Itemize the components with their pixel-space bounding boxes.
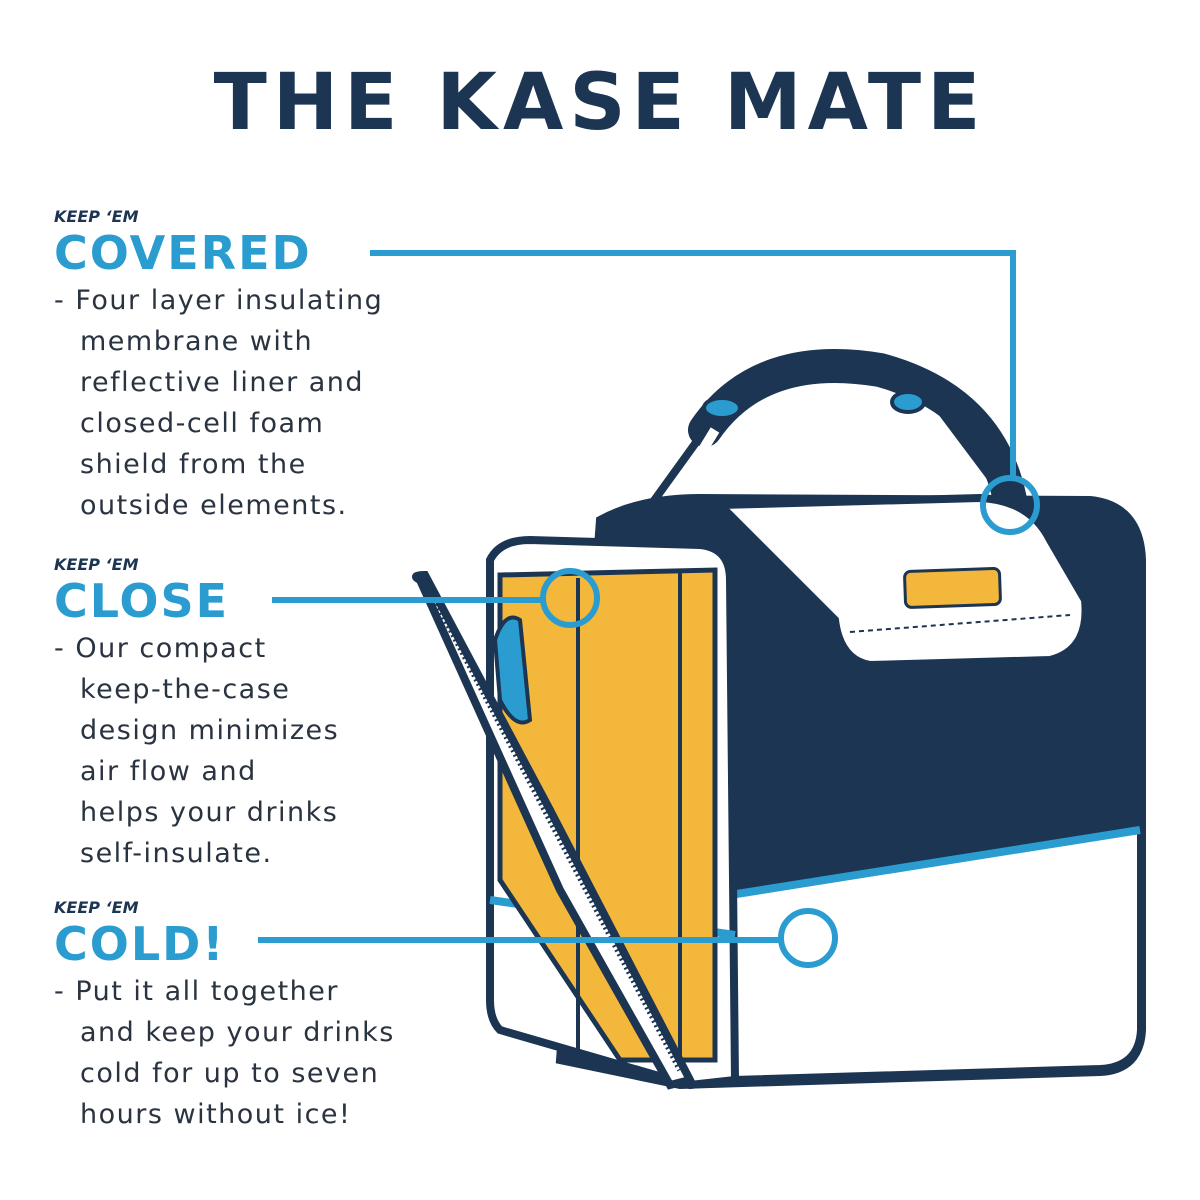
section-kicker: KEEP ‘EM	[54, 898, 139, 917]
body-line: - Put it all together	[54, 976, 339, 1007]
body-line: - Four layer insulating	[54, 285, 384, 316]
section-body: - Our compact keep-the-case design minim…	[54, 628, 339, 874]
body-line: cold for up to seven	[80, 1058, 380, 1089]
covered-callout-circle	[980, 475, 1040, 535]
body-line: self-insulate.	[80, 838, 273, 869]
body-line: design minimizes	[80, 715, 340, 746]
body-line: helps your drinks	[80, 797, 339, 828]
section-kicker: KEEP ‘EM	[54, 555, 139, 574]
section-close: KEEP ‘EM CLOSE - Our compact keep-the-ca…	[54, 555, 339, 874]
section-heading: COLD!	[54, 917, 226, 971]
section-body: - Put it all together and keep your drin…	[54, 971, 395, 1135]
section-covered: KEEP ‘EM COVERED - Four layer insulating…	[54, 207, 383, 526]
section-heading: COVERED	[54, 226, 312, 280]
cold-callout-circle	[778, 908, 838, 968]
body-line: hours without ice!	[80, 1099, 352, 1130]
page-title: THE KASE MATE	[213, 58, 987, 148]
covered-callout-line	[370, 250, 1016, 478]
body-line: and keep your drinks	[80, 1017, 395, 1048]
section-kicker: KEEP ‘EM	[54, 207, 139, 226]
body-line: reflective liner and	[80, 367, 365, 398]
section-cold: KEEP ‘EM COLD! - Put it all together and…	[54, 898, 395, 1135]
body-line: membrane with	[80, 326, 314, 357]
body-line: - Our compact	[54, 633, 267, 664]
body-line: shield from the	[80, 449, 307, 480]
body-line: closed-cell foam	[80, 408, 325, 439]
body-line: outside elements.	[80, 490, 348, 521]
body-line: keep-the-case	[80, 674, 291, 705]
close-callout-circle	[540, 568, 600, 628]
section-body: - Four layer insulating membrane with re…	[54, 280, 383, 526]
body-line: air flow and	[80, 756, 257, 787]
section-heading: CLOSE	[54, 574, 230, 628]
